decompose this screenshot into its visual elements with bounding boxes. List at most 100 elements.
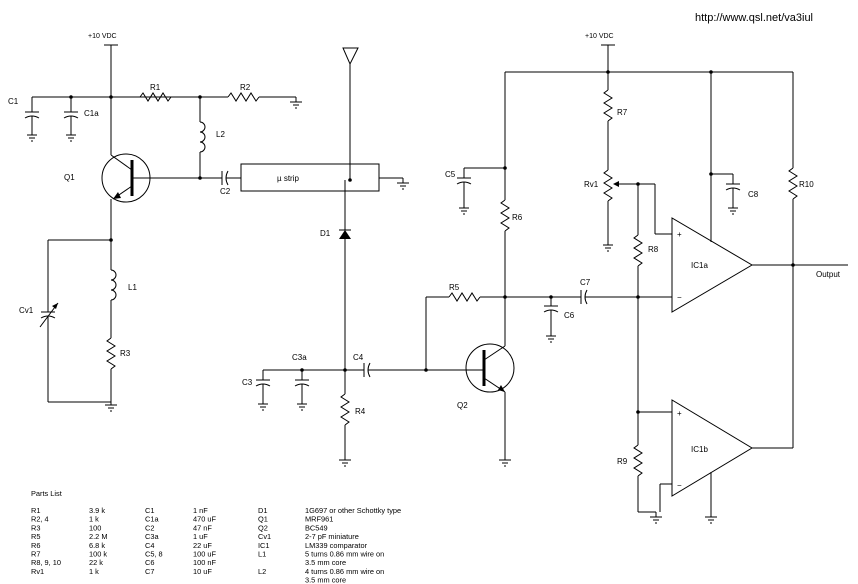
label-r2: R2 (240, 83, 251, 92)
inductor-l1: L1 (110, 269, 137, 338)
supply-label-left: +10 VDC (88, 33, 117, 40)
label-r7: R7 (617, 108, 628, 117)
capacitor-c7: C7 (580, 278, 672, 305)
antenna-icon (342, 47, 359, 182)
label-q2: Q2 (457, 401, 468, 410)
parts-list-ref: C6 (145, 558, 154, 567)
parts-list-ref: R8, 9, 10 (31, 558, 61, 567)
comparator-ic1a: + − IC1a (671, 217, 753, 313)
parts-list-value: 470 uF (193, 515, 216, 524)
supply-label-right: +10 VDC (585, 33, 614, 40)
comparator-section: R7 Rv1 R8 (584, 72, 848, 524)
parts-list-value: 3.5 mm core (305, 576, 346, 584)
comparator-ic1b: + − IC1b (671, 399, 753, 524)
parts-list-ref: C7 (145, 567, 154, 576)
label-c6: C6 (564, 311, 575, 320)
resistor-r4: R4 (339, 370, 366, 467)
resistor-r2: R2 (227, 83, 260, 102)
parts-list-ref: Q2 (258, 523, 268, 532)
label-d1: D1 (320, 229, 331, 238)
parts-list-ref: Cv1 (258, 532, 271, 541)
parts-list-value: 2-7 pF miniature (305, 532, 359, 541)
label-r6: R6 (512, 213, 523, 222)
parts-list-value: 22 k (89, 558, 103, 567)
label-c3: C3 (242, 378, 253, 387)
oscillator-section: +10 VDC C1 C1a (8, 33, 302, 412)
parts-list-ref: C3a (145, 532, 159, 541)
output-label: Output (816, 270, 841, 279)
parts-list-value: 10 uF (193, 567, 212, 576)
parts-list-ref: R2, 4 (31, 515, 49, 524)
capacitor-c3a: C3a (292, 353, 310, 411)
parts-list-value: 1 k (89, 515, 99, 524)
parts-list-value: MRF961 (305, 515, 333, 524)
capacitor-c1: C1 (8, 97, 40, 142)
transistor-q1: Q1 (64, 153, 200, 203)
parts-list-ref: C5, 8 (145, 550, 163, 559)
parts-list-ref: R3 (31, 523, 40, 532)
inductor-l2: L2 (199, 97, 225, 178)
label-c3a: C3a (292, 353, 307, 362)
parts-list-ref: R5 (31, 532, 40, 541)
label-c2: C2 (220, 187, 231, 196)
parts-list-value: 100 nF (193, 558, 216, 567)
potentiometer-rv1: Rv1 (584, 169, 672, 252)
label-ic1a: IC1a (691, 261, 708, 270)
variable-capacitor-cv1: Cv1 (19, 239, 111, 402)
svg-text:+: + (677, 230, 682, 239)
parts-list-value: 1 nF (193, 506, 208, 515)
parts-list-ref: R1 (31, 506, 40, 515)
parts-list-ref: Rv1 (31, 567, 44, 576)
capacitor-c5: C5 (445, 166, 507, 215)
capacitor-c1a: C1a (63, 97, 99, 142)
svg-text:−: − (677, 293, 682, 302)
parts-list-value: 4 turns 0.86 mm wire on (305, 567, 384, 576)
parts-list-value: 5 turns 0.86 mm wire on (305, 550, 384, 559)
parts-list-value: 3.9 k (89, 506, 105, 515)
label-c5: C5 (445, 170, 456, 179)
parts-list-value: 100 (89, 523, 101, 532)
label-r1: R1 (150, 83, 161, 92)
resistor-r10: R10 (788, 72, 814, 448)
parts-list-ref: L1 (258, 550, 266, 559)
label-r3: R3 (120, 349, 131, 358)
parts-list-ref: R7 (31, 550, 40, 559)
parts-list-ref: Q1 (258, 515, 268, 524)
label-c7: C7 (580, 278, 591, 287)
parts-list-ref: IC1 (258, 541, 270, 550)
detector-section: µ strip D1 (240, 47, 426, 467)
label-r10: R10 (799, 180, 814, 189)
parts-list-value: 1G697 or other Schottky type (305, 506, 401, 515)
url-text: http://www.qsl.net/va3iul (695, 12, 813, 24)
label-cv1: Cv1 (19, 306, 34, 315)
label-rv1: Rv1 (584, 180, 599, 189)
parts-list-ref: C1 (145, 506, 154, 515)
amplifier-section: +10 VDC C5 R6 R5 (424, 33, 793, 467)
parts-list-ref: R6 (31, 541, 40, 550)
label-r5: R5 (449, 283, 460, 292)
resistor-r7: R7 (603, 89, 628, 170)
parts-list-ref: D1 (258, 506, 267, 515)
resistor-r3: R3 (106, 337, 131, 402)
transistor-q2: Q2 (457, 343, 515, 467)
parts-list-value: 100 uF (193, 550, 216, 559)
parts-list-ref: C2 (145, 523, 154, 532)
capacitor-c6: C6 (505, 295, 581, 343)
label-c1a: C1a (84, 109, 99, 118)
label-ic1b: IC1b (691, 445, 708, 454)
resistor-r6: R6 (500, 199, 523, 346)
label-q1: Q1 (64, 173, 75, 182)
parts-list-value: BC549 (305, 523, 328, 532)
resistor-r5: R5 (424, 283, 505, 372)
capacitor-c8: C8 (709, 72, 759, 242)
resistor-r9: R9 (617, 444, 662, 524)
capacitor-c3: C3 (242, 370, 271, 411)
label-r4: R4 (355, 407, 366, 416)
resistor-r1: R1 (139, 83, 172, 102)
parts-list-ref: C1a (145, 515, 159, 524)
parts-list-value: 47 nF (193, 523, 212, 532)
label-c1: C1 (8, 97, 19, 106)
label-c4: C4 (353, 353, 364, 362)
label-l2: L2 (216, 130, 225, 139)
